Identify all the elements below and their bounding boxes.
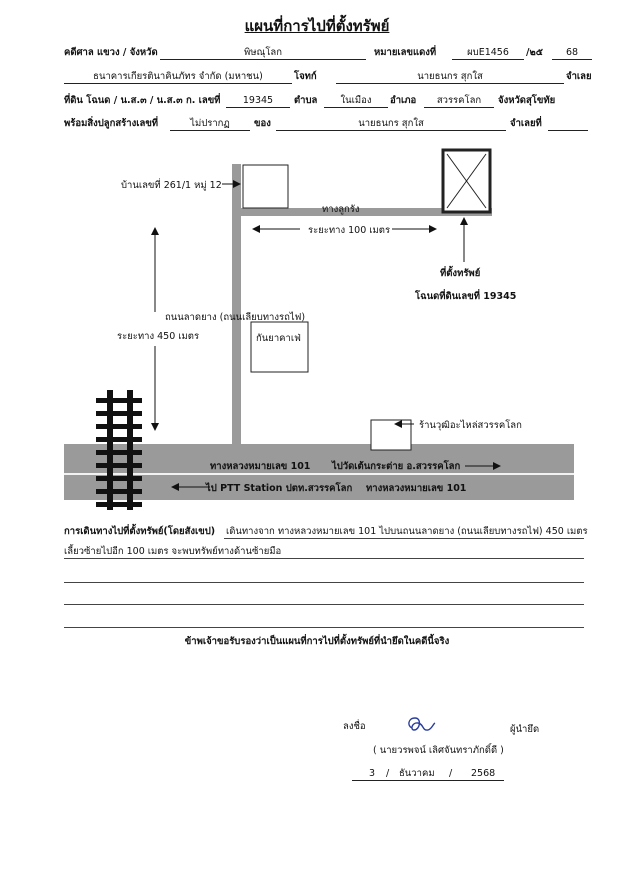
- subdistrict-value: ในเมือง: [340, 95, 372, 106]
- shop-label: ร้านวุฒิอะไหล่สวรรคโลก: [419, 419, 522, 431]
- sign-label: ลงชื่อ: [343, 721, 366, 732]
- directions-line-1: เดินทางจาก ทางหลวงหมายเลข 101 ไปบนถนนลาด…: [226, 526, 588, 537]
- hwy-bottom-direction: ไป PTT Station ปตท.สวรรคโลก: [205, 482, 352, 494]
- case-year-underline: [552, 59, 592, 60]
- property-box: [441, 148, 492, 214]
- rule-line-4: [64, 604, 584, 605]
- building-underline: [170, 130, 250, 131]
- highway-101: [64, 444, 574, 500]
- court-value: พิษณุโลก: [243, 47, 282, 58]
- land-no-underline: [226, 107, 290, 108]
- cafe-label: กันยาคาเฟ่: [256, 333, 301, 344]
- plaintiff-value: ธนาคารเกียรตินาคินภัทร จำกัด (มหาชน): [93, 71, 263, 82]
- rule-line-1: [224, 538, 584, 539]
- property-label: ที่ตั้งทรัพย์: [440, 265, 480, 279]
- paved-road-label: ถนนลาดยาง (ถนนเลียบทางรถไฟ): [165, 311, 305, 323]
- paved-road: [232, 164, 241, 446]
- defendant2-label: จำเลยที่: [510, 118, 542, 129]
- signer-role: ผู้นำยึด: [510, 724, 540, 735]
- signer-name: ( นายวรพจน์ เลิศจันทราภักดิ์ดี ): [373, 745, 504, 756]
- case-no-value: ผบE1456: [467, 47, 509, 58]
- house-label: บ้านเลขที่ 261/1 หมู่ 12: [121, 178, 222, 191]
- district-value: สวรรคโลก: [436, 95, 482, 106]
- lane-label: ทางลูกรัง: [322, 204, 360, 215]
- sign-day: 3: [369, 768, 376, 779]
- court-label: คดีศาล แขวง / จังหวัด: [64, 47, 158, 58]
- district-label: อำเภอ: [390, 95, 417, 106]
- building-value: ไม่ปรากฏ: [190, 118, 230, 129]
- subdistrict-label: ตำบล: [294, 95, 318, 106]
- defendant-value: นายธนกร สุกใส: [417, 71, 483, 82]
- rule-line-5: [64, 627, 584, 628]
- signature-mark: [408, 717, 436, 731]
- building-label: พร้อมสิ่งปลูกสร้างเลขที่: [64, 118, 159, 129]
- date-separator-2: /: [449, 768, 453, 779]
- land-label: ที่ดิน โฉนด / น.ส.๓ / น.ส.๓ ก. เลขที่: [64, 95, 221, 106]
- directions-label: การเดินทางไปที่ตั้งทรัพย์(โดยสังเขป): [64, 526, 216, 537]
- hwy-top-direction: ไปวัดเต้นกระต่าย อ.สวรรคโลก: [331, 460, 460, 472]
- shop-box: [370, 419, 412, 451]
- page-title: แผนที่การไปที่ตั้งทรัพย์: [244, 17, 390, 35]
- defendant2-underline: [548, 130, 588, 131]
- directions-line-2: เลี้ยวซ้ายไปอีก 100 เมตร จะพบทรัพย์ทางด้…: [64, 546, 282, 557]
- deed-label: โฉนดที่ดินเลขที่ 19345: [414, 288, 516, 302]
- defendant-label: จำเลย: [566, 71, 592, 82]
- court-underline: [160, 59, 366, 60]
- sign-year: 2568: [471, 768, 496, 779]
- railway-track: [96, 390, 142, 510]
- laterite-lane: [232, 208, 492, 216]
- certification-statement: ข้าพเจ้าขอรับรองว่าเป็นแผนที่การไปที่ตั้…: [184, 636, 450, 647]
- hwy-bottom-label: ทางหลวงหมายเลข 101: [366, 483, 466, 494]
- date-separator-1: /: [386, 768, 390, 779]
- dist-100-label: ระยะทาง 100 เมตร: [308, 225, 390, 236]
- plaintiff-underline: [64, 83, 292, 84]
- case-no-underline: [452, 59, 524, 60]
- rule-line-3: [64, 582, 584, 583]
- owner-underline: [276, 130, 506, 131]
- house-261-box: [242, 164, 289, 209]
- district-underline: [424, 107, 494, 108]
- case-year-sep: /๒๕: [526, 47, 543, 58]
- cafe-box: [250, 321, 309, 373]
- owner-value: นายธนกร สุกใส: [358, 118, 424, 129]
- defendant-underline: [336, 83, 564, 84]
- property-cross-2: [446, 153, 487, 209]
- province-label: จังหวัดสุโขทัย: [498, 95, 556, 106]
- land-no-value: 19345: [242, 95, 274, 106]
- rule-line-2: [64, 558, 584, 559]
- owner-label: ของ: [254, 118, 271, 129]
- dist-450-label: ระยะทาง 450 เมตร: [117, 331, 199, 342]
- case-no-label: หมายเลขแดงที่: [374, 47, 437, 58]
- date-underline: [352, 780, 504, 781]
- sign-month: ธันวาคม: [399, 768, 435, 779]
- subdistrict-underline: [324, 107, 388, 108]
- plaintiff-label: โจทก์: [294, 71, 317, 82]
- case-year-value: 68: [565, 47, 579, 58]
- hwy-top-label: ทางหลวงหมายเลข 101: [210, 461, 310, 472]
